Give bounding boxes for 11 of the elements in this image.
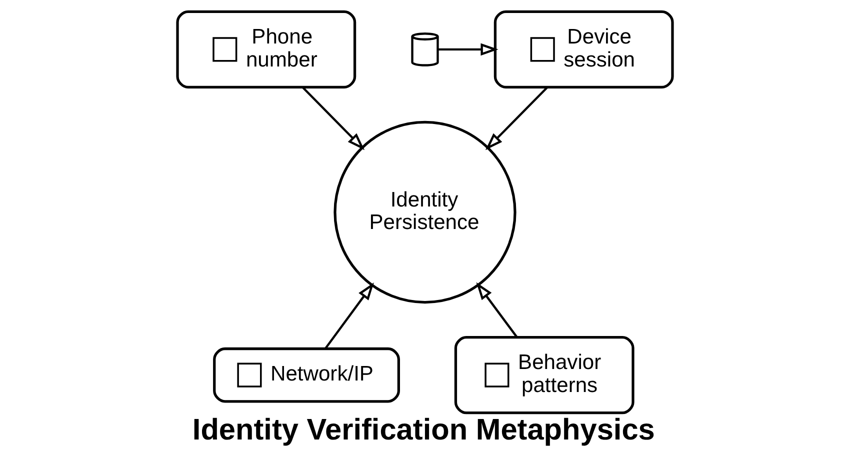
arrow [302, 86, 365, 150]
arrow [476, 282, 518, 338]
arrow [485, 86, 548, 150]
arrow [324, 282, 374, 350]
arrow [438, 43, 498, 56]
node-box: Device session [494, 10, 674, 88]
diagram-title: Identity Verification Metaphysics [192, 413, 655, 446]
node-box: Phone number [176, 10, 356, 88]
node-circle: Identity Persistence [334, 120, 516, 304]
node-box: Network/IP [213, 347, 400, 403]
node-box: Behavior patterns [454, 336, 634, 414]
